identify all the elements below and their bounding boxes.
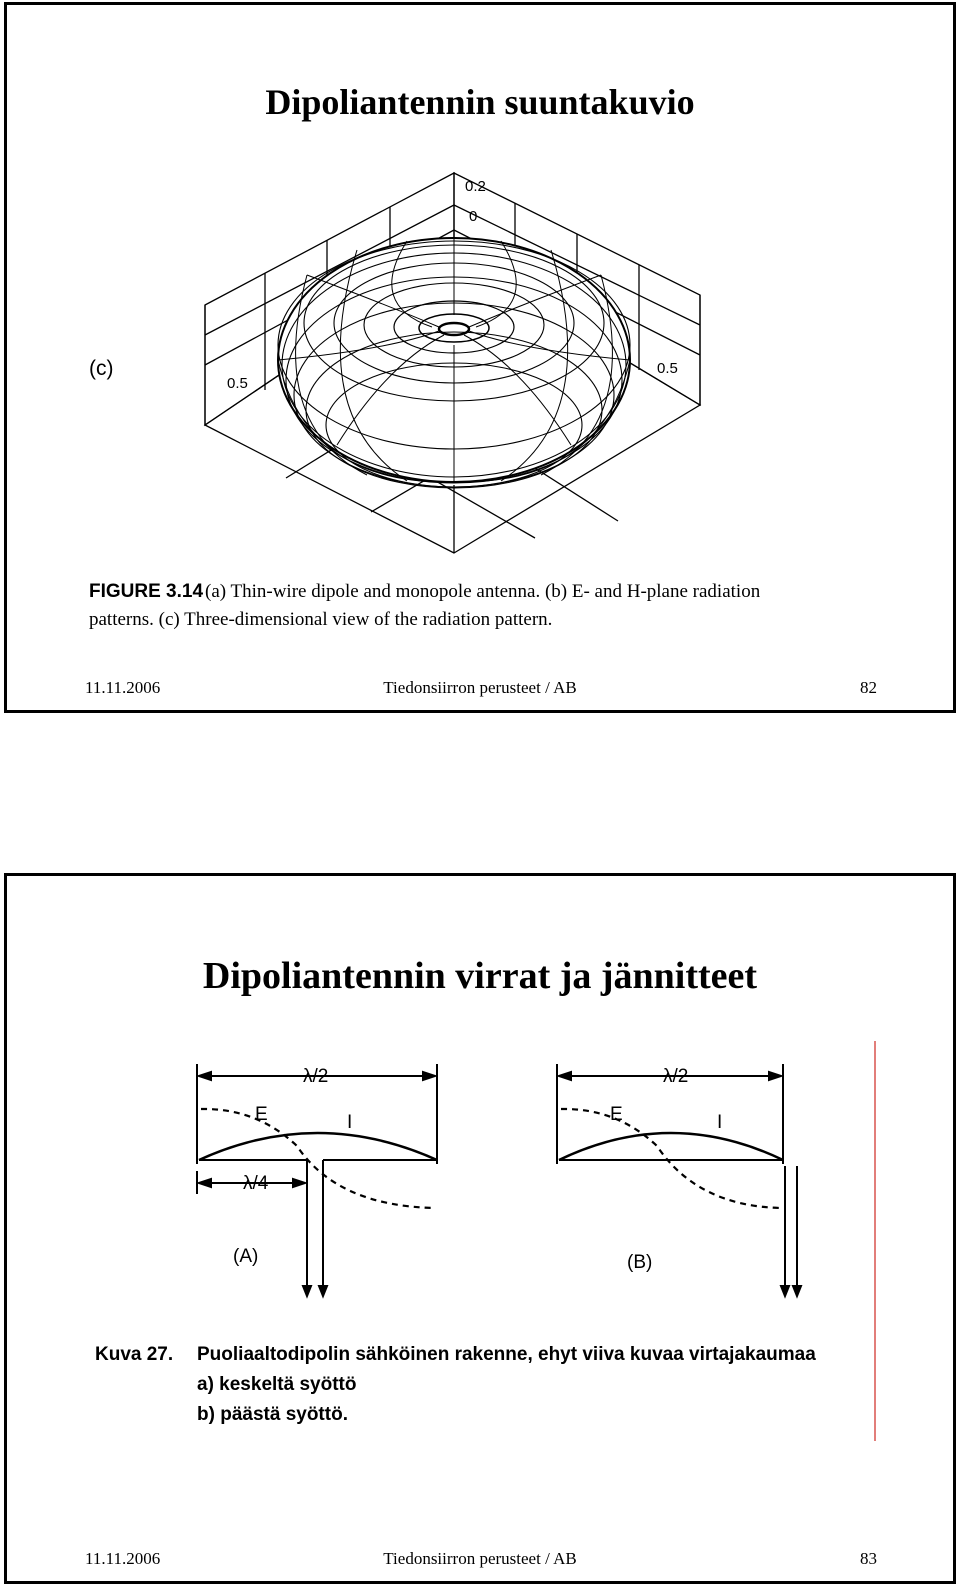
figure-caption-lead: FIGURE 3.14 [89,581,203,602]
axis-label-top-a: 0.2 [465,178,486,195]
diagram-a-label: (A) [233,1246,258,1267]
diagram-a [195,1064,439,1299]
diagram-b [555,1064,803,1299]
torus-wireframe [277,237,631,489]
axis-label-right: 0.5 [657,360,678,377]
dipole-current-voltage-figure: λ/2 λ/4 E I (A) λ/2 E I (B) [95,1041,876,1441]
footer-course: Tiedonsiirron perusteet / AB [383,678,577,697]
slide-title: Dipoliantennin suuntakuvio [265,82,695,122]
figure-caption-line1: Puoliaaltodipolin sähköinen rakenne, ehy… [197,1344,816,1365]
figure-caption-lead: Kuva 27. [95,1344,173,1365]
i-label-a: I [347,1112,352,1133]
figure-caption-line2: a) keskeltä syöttö [197,1374,356,1395]
diagram-b-label: (B) [627,1252,652,1273]
footer-date: 11.11.2006 [85,678,161,697]
footer-page-number: 83 [860,1549,877,1568]
radiation-pattern-figure: 0.2 0 0.5 0.5 (c) FIGURE 3.14 (a) Thin-w… [89,171,761,630]
slide-82: Dipoliantennin suuntakuvio [4,2,956,713]
slide-83: Dipoliantennin virrat ja jännitteet [4,873,956,1584]
axis-label-top-b: 0 [469,208,477,225]
axis-labels: 0.2 0 0.5 0.5 [227,178,678,392]
footer-page-number: 82 [860,678,877,697]
e-label-b: E [610,1104,623,1125]
half-wave-label-a: λ/2 [303,1066,328,1087]
e-label-a: E [255,1104,268,1125]
figure-caption-line2: patterns. (c) Three-dimensional view of … [89,609,552,630]
quarter-wave-label: λ/4 [243,1173,269,1194]
figure-caption-line3: b) päästä syöttö. [197,1404,348,1425]
axis-label-left: 0.5 [227,375,248,392]
half-wave-label-b: λ/2 [663,1066,688,1087]
i-label-b: I [717,1112,722,1133]
slide-title: Dipoliantennin virrat ja jännitteet [202,955,758,997]
footer-date: 11.11.2006 [85,1549,161,1568]
figure-caption-line1: (a) Thin-wire dipole and monopole antenn… [205,581,761,602]
footer-course: Tiedonsiirron perusteet / AB [383,1549,577,1568]
panel-label: (c) [89,357,114,380]
